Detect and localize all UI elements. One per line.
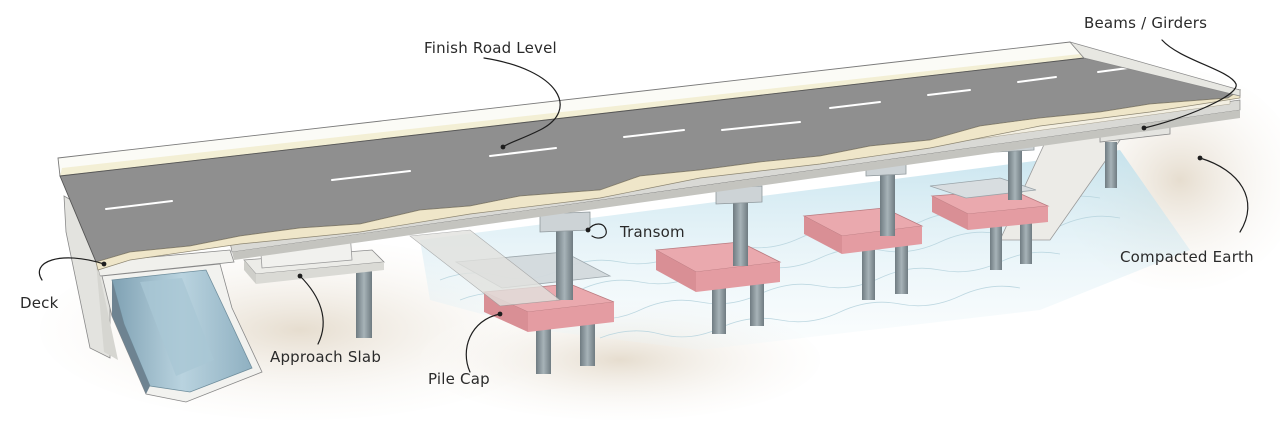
label-compacted-earth: Compacted Earth [1120,248,1254,266]
label-finish-road-level: Finish Road Level [424,39,557,57]
label-transom: Transom [619,223,685,241]
pier-3 [802,159,924,300]
label-beams-girders: Beams / Girders [1084,14,1207,32]
pier-2 [654,185,782,334]
pier-4 [929,137,1050,270]
right-pile [1105,142,1117,188]
label-deck: Deck [20,294,59,312]
label-approach-slab: Approach Slab [270,348,381,366]
deck-channel [101,263,263,403]
lane-markings [105,67,1129,210]
road-deck [57,41,1242,271]
label-pile-cap: Pile Cap [428,370,490,388]
leader-lines [38,39,1249,373]
